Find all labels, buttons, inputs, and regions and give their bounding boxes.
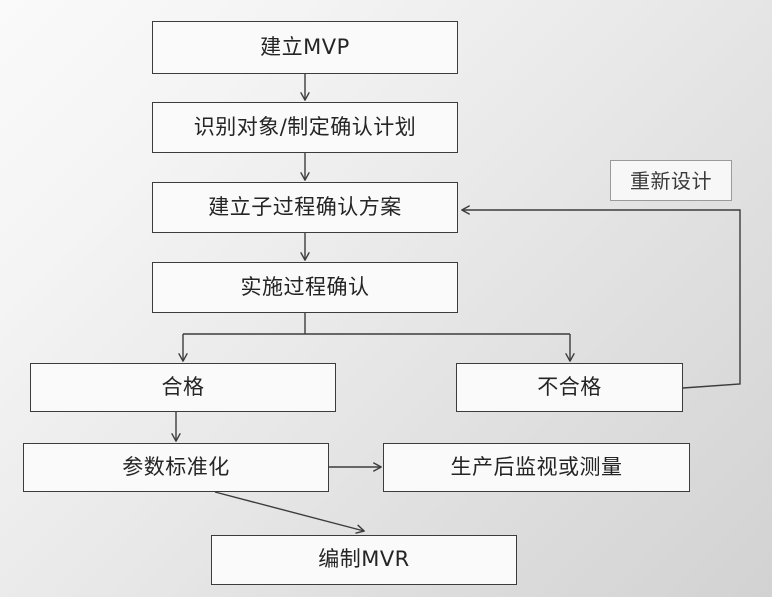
node-compile-mvr[interactable]: 编制MVR	[211, 535, 517, 585]
node-redesign[interactable]: 重新设计	[610, 160, 732, 201]
edge-fail-feedback	[461, 205, 741, 389]
node-pass[interactable]: 合格	[30, 363, 336, 412]
node-subprocess-validation-scheme-label: 建立子过程确认方案	[208, 194, 402, 219]
node-pass-label: 合格	[161, 374, 205, 399]
node-post-production-monitoring-label: 生产后监视或测量	[450, 454, 623, 479]
node-identify-object-plan-label: 识别对象/制定确认计划	[193, 114, 417, 139]
node-fail-label: 不合格	[537, 374, 602, 399]
node-post-production-monitoring[interactable]: 生产后监视或测量	[383, 443, 690, 492]
node-subprocess-validation-scheme[interactable]: 建立子过程确认方案	[152, 182, 458, 233]
node-redesign-label: 重新设计	[630, 168, 712, 193]
node-fail[interactable]: 不合格	[456, 363, 683, 412]
node-execute-process-validation[interactable]: 实施过程确认	[152, 262, 458, 313]
node-parameter-standardization-label: 参数标准化	[122, 454, 230, 479]
edge-parameter-to-mvr	[214, 491, 365, 534]
node-parameter-standardization[interactable]: 参数标准化	[23, 443, 329, 492]
node-establish-mvp[interactable]: 建立MVP	[152, 21, 458, 74]
node-execute-process-validation-label: 实施过程确认	[240, 274, 370, 299]
node-compile-mvr-label: 编制MVR	[318, 547, 410, 572]
node-identify-object-plan[interactable]: 识别对象/制定确认计划	[152, 102, 458, 153]
node-establish-mvp-label: 建立MVP	[260, 34, 350, 59]
